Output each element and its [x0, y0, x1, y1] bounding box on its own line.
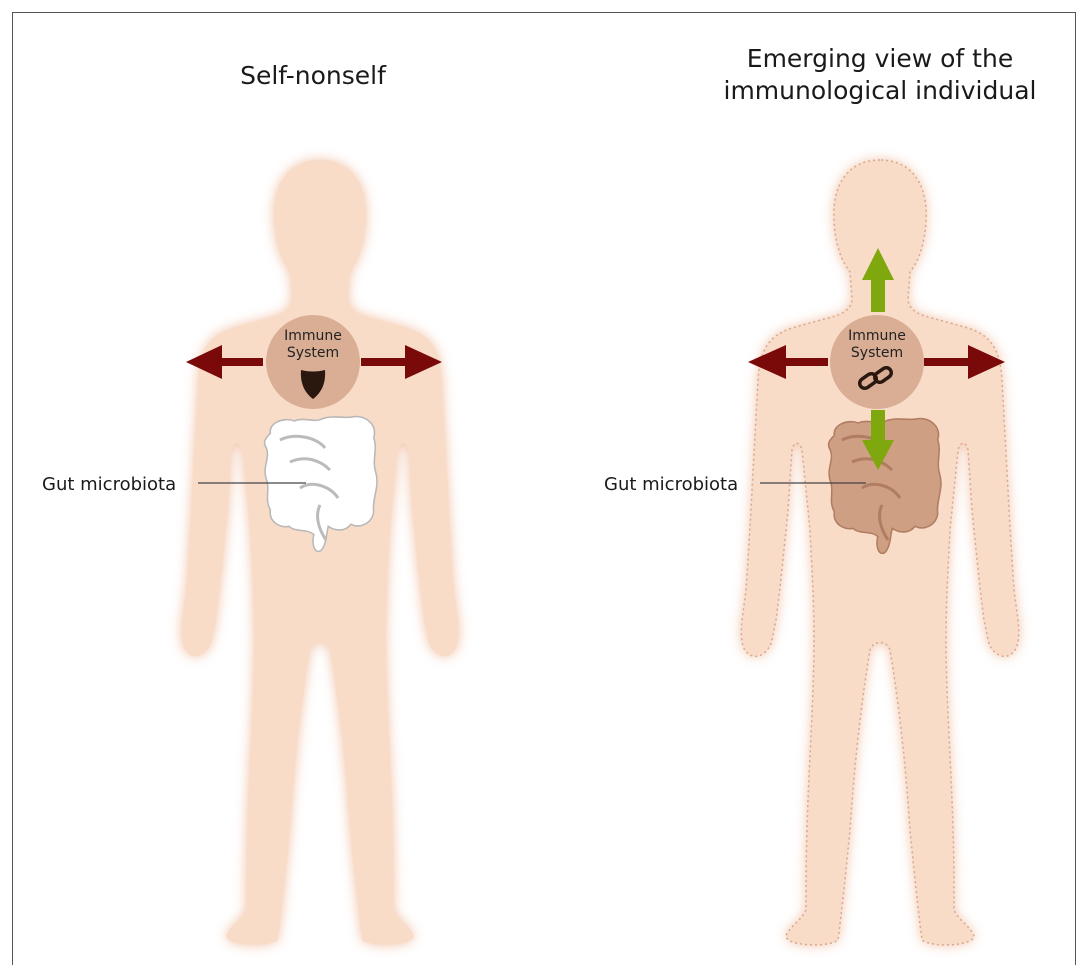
gut-label-right: Gut microbiota — [604, 474, 738, 495]
immune-label-line-2: System — [287, 345, 339, 361]
human-body-left — [181, 160, 458, 945]
left-panel: Immune System Gut microbiota — [42, 160, 459, 945]
gut-label-left: Gut microbiota — [42, 474, 176, 495]
immune-label-line-1: Immune — [284, 328, 342, 344]
right-panel: Immune System Gut microbiota — [604, 160, 1019, 945]
immune-label-line-2: System — [851, 345, 903, 361]
immune-label-line-1: Immune — [848, 328, 906, 344]
